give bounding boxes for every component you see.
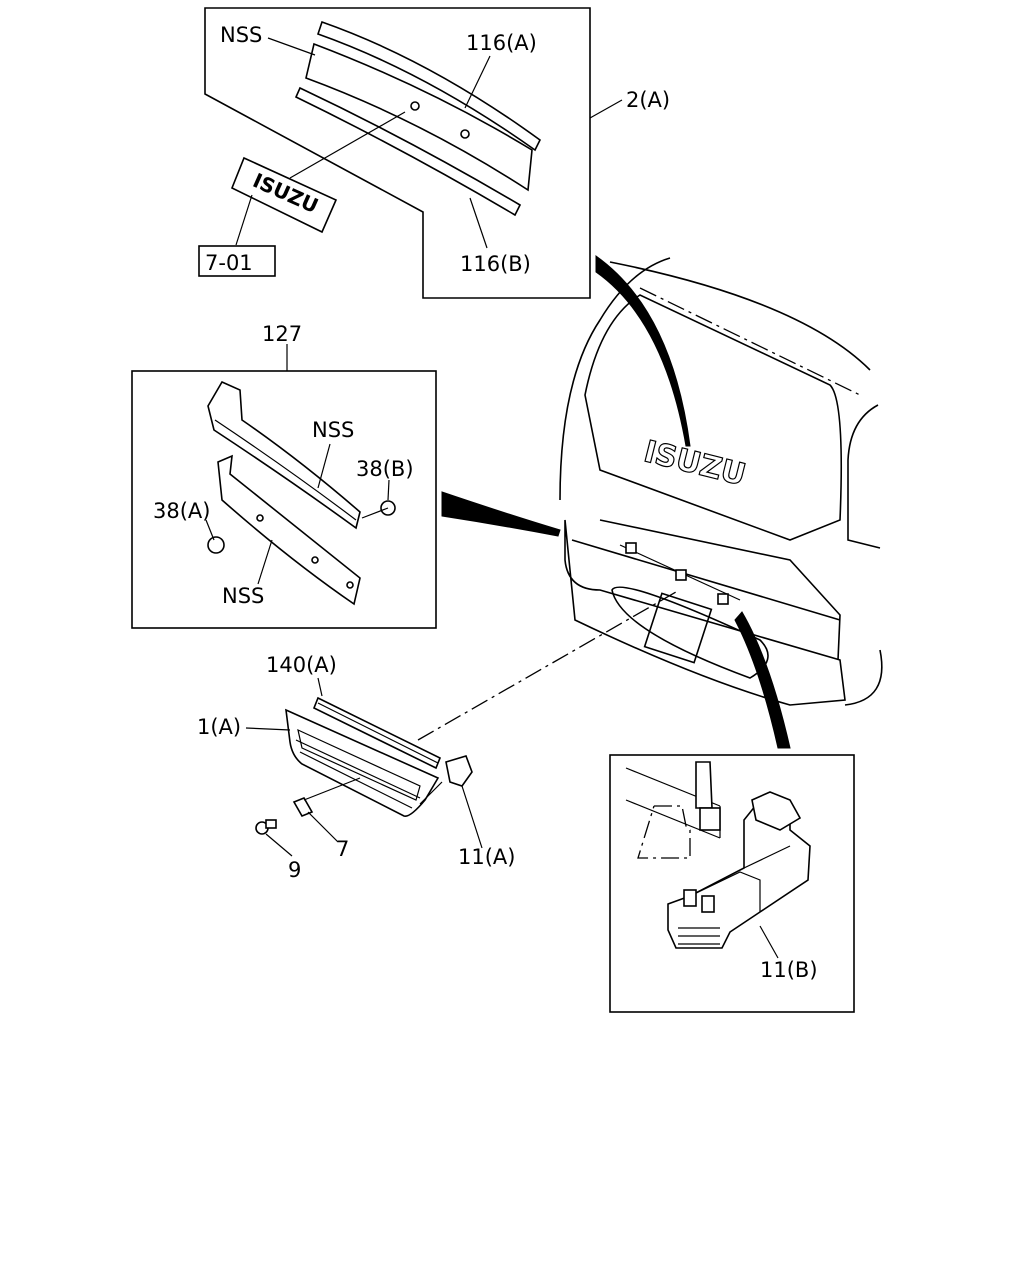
label-11b: 11(B) [760, 958, 818, 982]
callout-arrow-top [595, 255, 691, 447]
hood-emblem-icon: ISUZU [640, 434, 750, 494]
label-38b: 38(B) [356, 457, 414, 481]
label-nss-top: NSS [220, 23, 262, 47]
isuzu-emblem-icon: ISUZU [230, 156, 338, 234]
label-2a: 2(A) [626, 88, 670, 112]
callout-arrow-mid [441, 491, 561, 537]
inset-11b [609, 754, 855, 1013]
label-ref-7-01: 7-01 [205, 251, 253, 275]
label-140a: 140(A) [266, 653, 337, 677]
label-nss-bottom: NSS [222, 584, 264, 608]
label-38a: 38(A) [153, 499, 210, 523]
label-9: 9 [288, 858, 301, 882]
callout-arrow-bottom [734, 611, 791, 749]
label-127: 127 [262, 322, 302, 346]
inset-2a: ISUZU [198, 7, 623, 299]
label-7: 7 [336, 837, 349, 861]
label-116b: 116(B) [460, 252, 531, 276]
label-11a: 11(A) [458, 845, 515, 869]
label-nss-mid: NSS [312, 418, 354, 442]
svg-text:ISUZU: ISUZU [640, 434, 749, 493]
grille-assembly [245, 677, 483, 857]
label-116a: 116(A) [466, 31, 537, 55]
vehicle-front: ISUZU [559, 257, 883, 706]
label-1a: 1(A) [197, 715, 241, 739]
inset-127 [131, 344, 437, 629]
